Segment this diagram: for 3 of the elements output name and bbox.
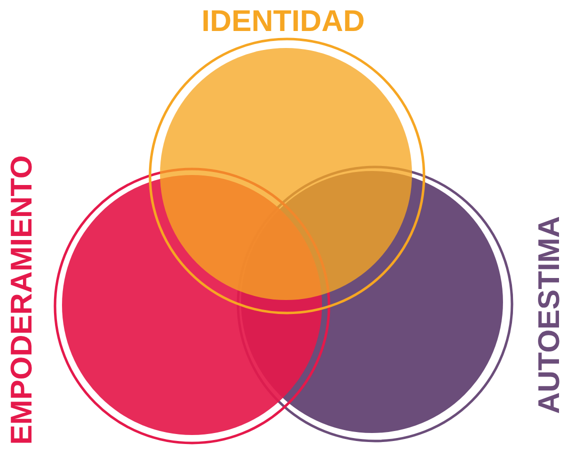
circle-title: AUTOESTIMA [534, 216, 564, 414]
circle-title: IDENTIDAD [202, 7, 365, 37]
circle-title: EMPODERAMIENTO [7, 155, 38, 445]
